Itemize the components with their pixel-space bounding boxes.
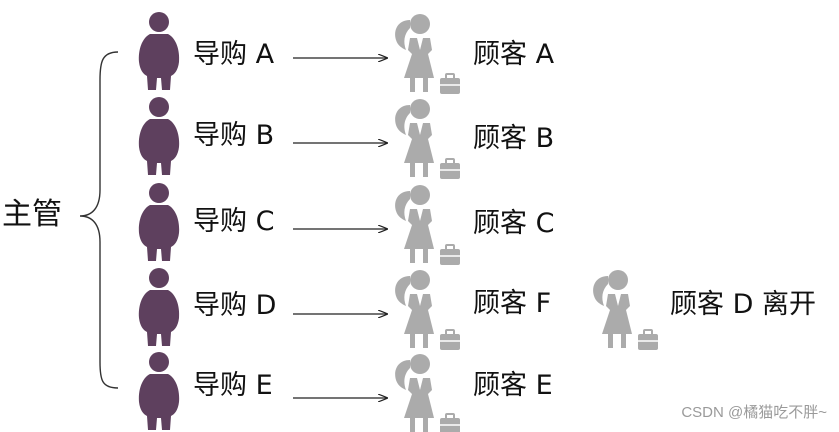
customer-figure-d: [395, 270, 460, 350]
manager-label: 主管: [2, 197, 62, 232]
guide-label-b: 导购 B: [193, 120, 275, 151]
customer-label-f: 顾客 F: [473, 288, 552, 319]
leaving-customer-figure: [593, 270, 658, 350]
customer-label-e: 顾客 E: [473, 370, 553, 401]
guide-label-e: 导购 E: [193, 370, 273, 401]
customer-label-b: 顾客 B: [473, 123, 555, 154]
manager-brace: [79, 51, 119, 389]
guide-figure-c: [138, 183, 180, 261]
guide-figure-d: [138, 268, 180, 346]
guide-label-d: 导购 D: [193, 290, 277, 321]
customer-label-c: 顾客 C: [473, 208, 555, 239]
customer-d-leaving-label: 顾客 D 离开: [670, 289, 816, 320]
customer-figure-c: [395, 185, 460, 265]
customer-figure-b: [395, 99, 460, 179]
guide-label-a: 导购 A: [193, 39, 275, 70]
watermark: CSDN @橘猫吃不胖~: [681, 404, 827, 421]
customer-figure-a: [395, 14, 460, 94]
customer-figure-e: [395, 354, 460, 432]
customer-label-a: 顾客 A: [473, 39, 555, 70]
guide-figure-b: [138, 97, 180, 175]
guide-figure-e: [138, 352, 180, 430]
guide-figure-a: [138, 12, 180, 90]
guide-label-c: 导购 C: [193, 206, 275, 237]
